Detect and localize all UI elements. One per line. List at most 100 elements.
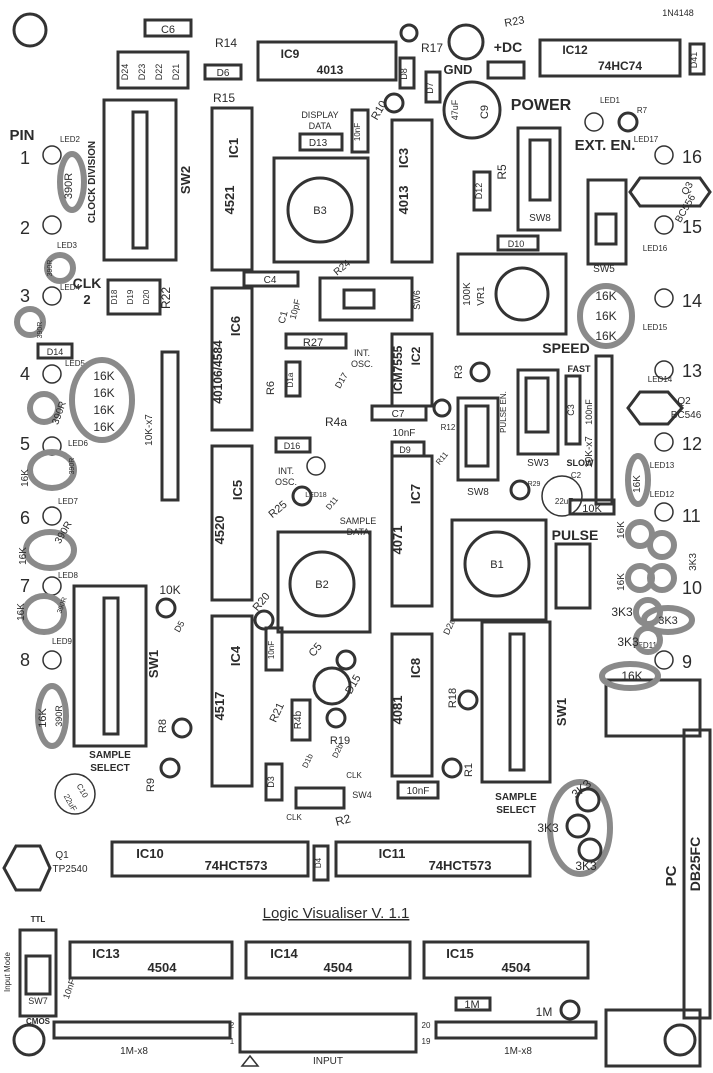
slow-label: SLOW [567, 458, 595, 468]
ic9 [256, 40, 398, 82]
clk-n-label: CLK [286, 813, 302, 822]
annotation-390r-8: 390R [54, 705, 64, 727]
res-r1-pad [441, 757, 463, 779]
annotation-speed-16k-oval [577, 283, 635, 349]
cap-10nf-a-label: 10nF [353, 123, 362, 141]
led15-icon [654, 288, 674, 308]
led13-label: LED13 [650, 461, 675, 470]
db25-mount-bottom [604, 1008, 702, 1068]
diode-d4 [312, 844, 330, 882]
cap-c3-label: C3 [566, 404, 576, 416]
switch-sw3-slot [524, 376, 550, 434]
button-b2[interactable] [276, 530, 372, 634]
dc-label: +DC [494, 39, 522, 55]
cap-10nf-c [264, 626, 284, 672]
button-b3[interactable] [272, 156, 370, 264]
res-r27-label: R27 [303, 337, 323, 349]
diode-d5-label: D5 [172, 619, 186, 634]
switch-sw8-pulse[interactable] [456, 396, 500, 482]
switch-sw4-label: SW4 [352, 790, 372, 800]
ic13-part: 4504 [148, 960, 178, 975]
diode-d6-label: D6 [217, 68, 230, 79]
switch-sw2[interactable] [102, 98, 178, 262]
res-r19-pad [325, 707, 347, 729]
pin-1: 1 [20, 148, 30, 168]
annotation-16k-13: 16K [616, 521, 627, 539]
cap-c2-value: 22uF [555, 497, 573, 506]
switch-sw3[interactable] [516, 368, 560, 456]
res-r8-label: R8 [157, 719, 169, 733]
switch-sw2-slot [131, 110, 149, 250]
ic12-part: 74HC74 [598, 59, 642, 73]
res-r10-pad [383, 92, 405, 114]
led17-icon [654, 145, 674, 165]
button-b1[interactable] [450, 518, 548, 622]
res-r2-label: R2 [334, 811, 353, 829]
display-data-label-2: DATA [309, 121, 332, 131]
led8-label: LED8 [58, 571, 79, 580]
annotation-390r-4: 390R [50, 400, 69, 426]
led6-label: LED6 [68, 439, 89, 448]
res-r3-label: R3 [453, 365, 465, 379]
res-1m-b-label: 1M [536, 1005, 553, 1019]
diode-d41-label: D41 [689, 52, 699, 69]
diode-d21-label: D21 [171, 64, 181, 81]
potentiometer-vr1[interactable] [456, 252, 568, 336]
res-r18-label: R18 [447, 688, 459, 708]
ttl-label: TTL [31, 915, 46, 924]
annotation-16k-11: 16K [595, 329, 616, 343]
potentiometer-vr1-knob [494, 266, 550, 322]
res-r9-pad [159, 757, 181, 779]
switch-sw5[interactable] [586, 178, 628, 266]
annotation-16k-9: 16K [595, 289, 616, 303]
pin-11: 11 [682, 506, 701, 526]
ic11-part: 74HCT573 [429, 858, 492, 873]
clk-label: CLK [346, 771, 362, 780]
annotation-16k-15: 16K [621, 669, 642, 683]
pin-13: 13 [682, 361, 702, 381]
board-title: Logic Visualiser V. 1.1 [263, 905, 410, 922]
diode-d41 [688, 42, 706, 76]
switch-sw1-right[interactable] [480, 620, 552, 784]
led13-icon [654, 432, 674, 452]
diode-d13 [298, 132, 344, 152]
diode-array-d21-d24 [116, 50, 190, 90]
cap-10nf-d-label: 10nF [407, 786, 430, 797]
switch-sw6-label: SW6 [412, 290, 422, 310]
res-r21-label: R21 [268, 701, 287, 724]
input-header[interactable] [238, 1012, 418, 1054]
db25-label: DB25FC [687, 837, 703, 891]
led15-label: LED15 [643, 323, 668, 332]
diode-d1b-label: D1b [301, 752, 316, 770]
db25-connector[interactable] [682, 728, 712, 1020]
cap-c4-label: C4 [264, 275, 277, 286]
annotation-16k-oval-6 [23, 529, 77, 571]
ic11 [334, 840, 532, 878]
cap-c10-value: 22uF [62, 793, 79, 813]
diode-d3 [264, 762, 284, 802]
cap-c3-value: 100nF [584, 399, 594, 425]
pulse-label: PULSE [552, 527, 599, 543]
pin-8: 8 [20, 650, 30, 670]
switch-sw4[interactable] [294, 786, 346, 810]
res-r9-label: R9 [145, 778, 157, 792]
switch-sw6[interactable] [318, 276, 414, 322]
res-r12-label: R12 [441, 423, 456, 432]
ic9-part: 4013 [317, 63, 344, 77]
cap-c1-value: 10pF [288, 298, 303, 321]
annotation-16k-1: 16K [93, 369, 114, 383]
res-r25-pad [291, 485, 313, 507]
res-r4b-label: R4b [293, 710, 304, 729]
diode-d1a [284, 360, 302, 398]
switch-sw7[interactable] [18, 928, 58, 1018]
switch-sw1-left-slot [102, 596, 120, 736]
pin-header-label: PIN [9, 127, 34, 144]
switch-sw3-label: SW3 [527, 458, 549, 469]
resnet-1m-left [52, 1020, 232, 1040]
pc-label: PC [663, 865, 680, 886]
switch-sw8-top[interactable] [516, 126, 562, 232]
switch-sw1-left[interactable] [72, 584, 148, 748]
resnet-10k-left [160, 350, 180, 502]
res-r19-label: R19 [330, 735, 350, 747]
